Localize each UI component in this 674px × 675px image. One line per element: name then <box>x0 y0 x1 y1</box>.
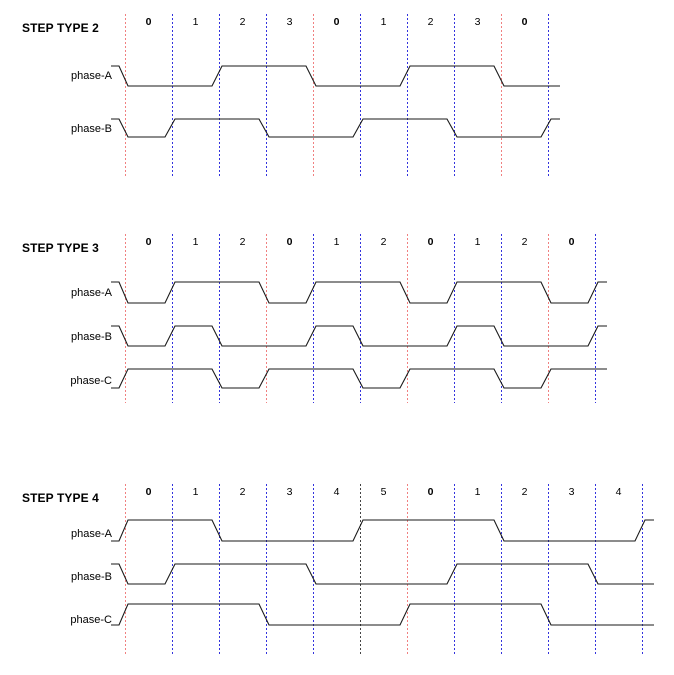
step-number: 0 <box>145 236 152 248</box>
step-number: 0 <box>427 486 434 498</box>
step-number: 0 <box>568 236 575 248</box>
step-number: 1 <box>192 16 199 28</box>
step-number: 1 <box>192 486 199 498</box>
phase-label-phase-C: phase-C <box>70 614 112 626</box>
waveform-phase-B <box>111 563 654 585</box>
waveform-phase-B <box>111 325 607 347</box>
phase-label-phase-A: phase-A <box>71 287 112 299</box>
section-title-step-type-3: STEP TYPE 3 <box>22 241 99 255</box>
section-title-step-type-4: STEP TYPE 4 <box>22 491 99 505</box>
waveform-phase-C <box>111 603 654 626</box>
waveform-phase-A <box>111 281 607 304</box>
step-number: 1 <box>380 16 387 28</box>
step-number: 2 <box>239 486 246 498</box>
step-number: 5 <box>380 486 387 498</box>
waveform-phase-C <box>111 368 607 389</box>
step-number: 1 <box>474 486 481 498</box>
waveform-phase-A <box>111 65 560 87</box>
phase-label-phase-A: phase-A <box>71 528 112 540</box>
step-number: 1 <box>192 236 199 248</box>
step-number: 0 <box>286 236 293 248</box>
waveform-phase-B <box>111 118 560 138</box>
step-number: 3 <box>568 486 575 498</box>
step-number: 2 <box>380 236 387 248</box>
waveform-phase-A <box>111 519 654 542</box>
step-number: 2 <box>427 16 434 28</box>
step-number: 3 <box>286 16 293 28</box>
step-number: 2 <box>239 16 246 28</box>
step-number: 4 <box>333 486 340 498</box>
step-number: 1 <box>474 236 481 248</box>
phase-label-phase-B: phase-B <box>71 331 112 343</box>
phase-label-phase-A: phase-A <box>71 70 112 82</box>
step-number: 2 <box>239 236 246 248</box>
step-number: 3 <box>474 16 481 28</box>
phase-label-phase-C: phase-C <box>70 375 112 387</box>
step-number: 0 <box>333 16 340 28</box>
step-number: 0 <box>145 486 152 498</box>
step-number: 2 <box>521 486 528 498</box>
step-number: 3 <box>286 486 293 498</box>
step-number: 1 <box>333 236 340 248</box>
phase-label-phase-B: phase-B <box>71 571 112 583</box>
step-number: 0 <box>145 16 152 28</box>
step-number: 0 <box>427 236 434 248</box>
step-number: 4 <box>615 486 622 498</box>
step-number: 2 <box>521 236 528 248</box>
step-number: 0 <box>521 16 528 28</box>
section-title-step-type-2: STEP TYPE 2 <box>22 21 99 35</box>
phase-label-phase-B: phase-B <box>71 123 112 135</box>
